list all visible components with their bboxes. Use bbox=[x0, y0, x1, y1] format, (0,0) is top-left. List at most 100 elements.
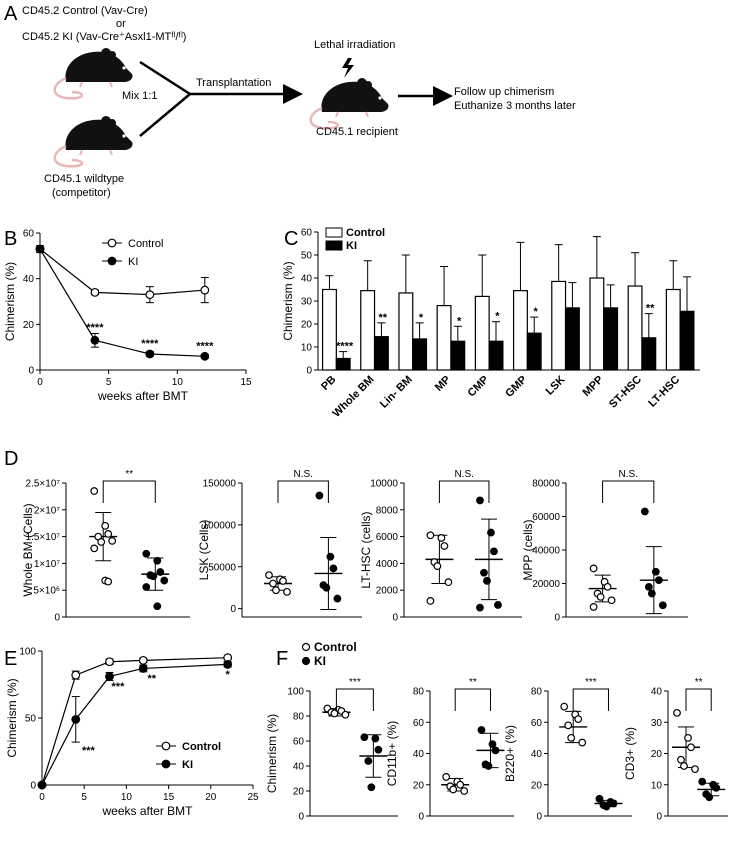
bar-control bbox=[589, 277, 605, 371]
y-tick-label-D4: 60000 bbox=[532, 512, 560, 523]
y-tick-label-F4: 40 bbox=[651, 687, 663, 698]
data-point-control bbox=[200, 285, 210, 295]
significance-bracket bbox=[335, 688, 374, 711]
data-point-control bbox=[138, 655, 148, 665]
legend-swatch-ki bbox=[325, 240, 343, 251]
legend-swatch-control bbox=[325, 227, 343, 238]
donor-control-label: CD45.2 Control (Vav-Cre) bbox=[22, 5, 148, 17]
significance-bracket bbox=[277, 480, 329, 503]
category-label: MP bbox=[433, 374, 453, 394]
significance-label: **** bbox=[196, 340, 214, 352]
bar-control bbox=[551, 280, 567, 371]
y-axis-title-D1: Whole BM (Cells) bbox=[21, 503, 35, 596]
x-tick-label-E: 20 bbox=[205, 792, 217, 803]
data-point-ki bbox=[712, 783, 721, 792]
data-point-ki bbox=[333, 594, 342, 603]
data-point-control bbox=[426, 597, 435, 605]
data-point-ki bbox=[488, 740, 497, 749]
bar-ki bbox=[335, 357, 351, 371]
data-point-control bbox=[145, 290, 155, 300]
y-tick-label-F4: 20 bbox=[651, 749, 663, 760]
legend-marker-control bbox=[161, 741, 171, 751]
y-tick-label-F1: 0 bbox=[298, 812, 304, 823]
data-point-ki bbox=[142, 583, 151, 591]
significance-label: **** bbox=[141, 338, 159, 350]
significance-label: N.S. bbox=[618, 469, 637, 480]
data-point-control bbox=[589, 564, 598, 573]
bar-control bbox=[627, 285, 643, 371]
donor-mouse-icon bbox=[53, 46, 134, 100]
significance-label: *** bbox=[585, 677, 597, 688]
panel-label-c: C bbox=[284, 228, 298, 250]
data-point-control bbox=[449, 785, 458, 794]
x-tick-label-B: 0 bbox=[37, 377, 43, 388]
panel-label-a: A bbox=[4, 3, 18, 25]
data-point-ki bbox=[149, 572, 158, 581]
data-point-ki bbox=[483, 576, 491, 585]
y-tick-label-C: 50 bbox=[301, 251, 313, 262]
y-tick-label-F2: 40 bbox=[413, 749, 425, 760]
category-label: Whole BM bbox=[331, 374, 377, 420]
y-tick-label-F3: 20 bbox=[531, 780, 543, 791]
y-axis-title-B: Chimerism (%) bbox=[3, 262, 17, 341]
data-point-control bbox=[330, 709, 339, 718]
data-point-ki bbox=[484, 762, 493, 770]
y-tick-label-F1: 100 bbox=[287, 687, 304, 698]
y-tick-label-D4: 40000 bbox=[532, 546, 560, 557]
category-label: Lin- BM bbox=[378, 374, 415, 411]
bar-control bbox=[321, 288, 337, 371]
competitor-label: CD45.1 wildtype bbox=[44, 173, 124, 185]
panel-label-f: F bbox=[276, 648, 288, 670]
data-point-control bbox=[603, 582, 612, 591]
y-tick-label-E: 100 bbox=[19, 647, 36, 658]
y-tick-label-F2: 80 bbox=[413, 687, 425, 698]
data-point-ki bbox=[326, 552, 335, 561]
y-axis-title-F2: CD11b+ (%) bbox=[385, 721, 399, 786]
category-label: LT-HSC bbox=[646, 374, 682, 410]
data-point-ki bbox=[223, 660, 233, 669]
data-point-ki bbox=[647, 589, 656, 598]
data-point-control bbox=[90, 544, 99, 553]
significance-label: *** bbox=[112, 681, 126, 693]
y-tick-label-F3: 80 bbox=[531, 687, 543, 698]
data-point-control bbox=[567, 733, 576, 742]
y-axis-title-C: Chimerism (%) bbox=[281, 261, 295, 340]
x-tick-label-E: 10 bbox=[121, 792, 133, 803]
significance-label: **** bbox=[336, 341, 354, 353]
data-point-ki bbox=[200, 351, 210, 361]
bar-ki bbox=[450, 340, 466, 371]
data-point-ki bbox=[658, 601, 667, 610]
bar-control bbox=[474, 295, 490, 371]
data-point-ki bbox=[367, 783, 376, 792]
legend-marker-control bbox=[107, 238, 117, 248]
significance-bracket bbox=[438, 480, 490, 503]
data-point-control bbox=[265, 571, 273, 580]
data-point-ki bbox=[487, 528, 495, 537]
bar-ki bbox=[641, 337, 657, 371]
legend-label-control: Control bbox=[128, 238, 163, 250]
y-tick-label-D3: 10000 bbox=[370, 479, 398, 490]
y-tick-label-B: 0 bbox=[28, 366, 34, 377]
recipient-mouse-icon bbox=[309, 76, 390, 130]
y-tick-label-D1: 2×10⁷ bbox=[34, 505, 61, 516]
data-point-control bbox=[97, 538, 106, 546]
y-tick-label-E: 50 bbox=[25, 714, 37, 725]
x-tick-label-B: 10 bbox=[172, 377, 184, 388]
y-tick-label-C: 0 bbox=[306, 366, 312, 377]
data-point-control bbox=[560, 702, 569, 711]
y-tick-label-F3: 40 bbox=[531, 749, 543, 760]
y-tick-label-D2: 0 bbox=[230, 604, 236, 615]
y-tick-label-D1: 1.5×10⁷ bbox=[26, 532, 61, 543]
data-point-ki bbox=[476, 603, 484, 612]
data-point-ki bbox=[90, 335, 100, 345]
y-tick-label-C: 10 bbox=[301, 343, 313, 354]
data-point-control bbox=[341, 710, 350, 719]
y-tick-label-D2: 150000 bbox=[203, 479, 237, 490]
category-label: MPP bbox=[581, 374, 606, 399]
data-point-control bbox=[90, 287, 100, 297]
data-point-control bbox=[691, 765, 699, 774]
bar-ki bbox=[679, 310, 695, 371]
x-axis-title-E: weeks after BMT bbox=[101, 804, 193, 818]
data-point-control bbox=[687, 743, 695, 752]
data-point-control bbox=[444, 578, 453, 587]
